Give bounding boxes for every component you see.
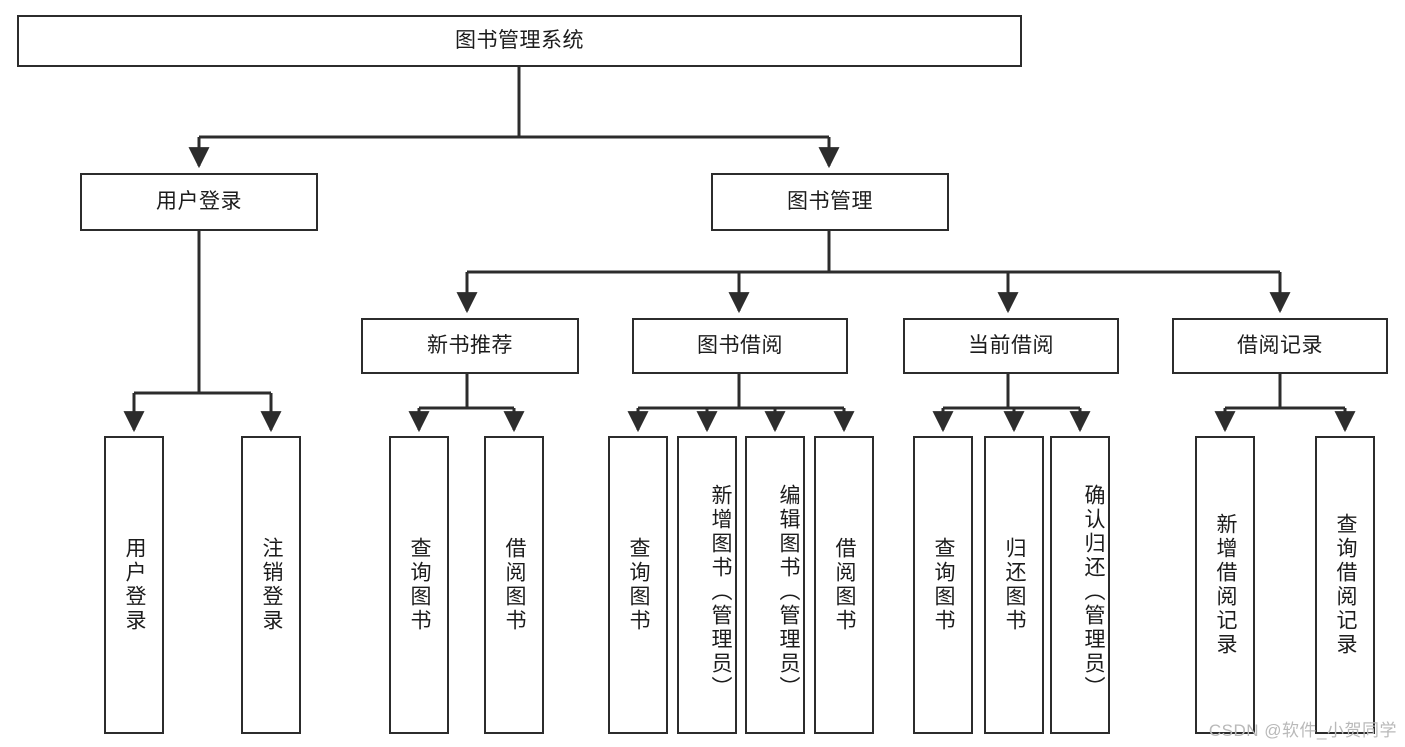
watermark-text: CSDN @软件_小贺同学 <box>1208 721 1397 740</box>
node-label: 新增借阅记录 <box>1214 513 1237 657</box>
node-label: 确认归还（管理员） <box>1082 484 1105 700</box>
node-new-book-recommend[interactable]: 新书推荐 <box>361 318 579 374</box>
node-leaf-user-logout[interactable]: 注销登录 <box>241 436 301 734</box>
node-book-manage[interactable]: 图书管理 <box>711 173 949 231</box>
node-leaf-record-query[interactable]: 查询借阅记录 <box>1315 436 1375 734</box>
node-label: 借阅图书 <box>833 537 856 633</box>
node-borrow-record[interactable]: 借阅记录 <box>1172 318 1388 374</box>
node-leaf-rec-query-book[interactable]: 查询图书 <box>389 436 449 734</box>
node-label: 查询图书 <box>627 537 650 633</box>
node-label: 查询图书 <box>932 537 955 633</box>
node-leaf-current-confirm-return[interactable]: 确认归还（管理员） <box>1050 436 1110 734</box>
node-leaf-current-return-book[interactable]: 归还图书 <box>984 436 1044 734</box>
node-leaf-borrow-add-book[interactable]: 新增图书（管理员） <box>677 436 737 734</box>
node-leaf-rec-borrow-book[interactable]: 借阅图书 <box>484 436 544 734</box>
node-label: 用户登录 <box>156 190 242 214</box>
node-label: 新增图书（管理员） <box>709 484 732 700</box>
node-label: 新书推荐 <box>427 334 513 358</box>
node-leaf-current-query-book[interactable]: 查询图书 <box>913 436 973 734</box>
node-label: 图书借阅 <box>697 334 783 358</box>
node-label: 注销登录 <box>260 537 283 633</box>
node-leaf-user-login[interactable]: 用户登录 <box>104 436 164 734</box>
node-label: 借阅图书 <box>503 537 526 633</box>
node-book-borrow[interactable]: 图书借阅 <box>632 318 848 374</box>
node-label: 查询图书 <box>408 537 431 633</box>
node-leaf-record-add[interactable]: 新增借阅记录 <box>1195 436 1255 734</box>
node-root-system[interactable]: 图书管理系统 <box>17 15 1022 67</box>
node-leaf-borrow-edit-book[interactable]: 编辑图书（管理员） <box>745 436 805 734</box>
node-label: 查询借阅记录 <box>1334 513 1357 657</box>
node-user-login[interactable]: 用户登录 <box>80 173 318 231</box>
node-label: 当前借阅 <box>968 334 1054 358</box>
node-label: 编辑图书（管理员） <box>777 484 800 700</box>
node-leaf-borrow-query-book[interactable]: 查询图书 <box>608 436 668 734</box>
node-label: 图书管理系统 <box>455 29 584 53</box>
node-label: 图书管理 <box>787 190 873 214</box>
node-leaf-borrow-borrow-book[interactable]: 借阅图书 <box>814 436 874 734</box>
node-label: 借阅记录 <box>1237 334 1323 358</box>
node-label: 用户登录 <box>123 537 146 633</box>
node-label: 归还图书 <box>1003 537 1026 633</box>
node-current-borrow[interactable]: 当前借阅 <box>903 318 1119 374</box>
